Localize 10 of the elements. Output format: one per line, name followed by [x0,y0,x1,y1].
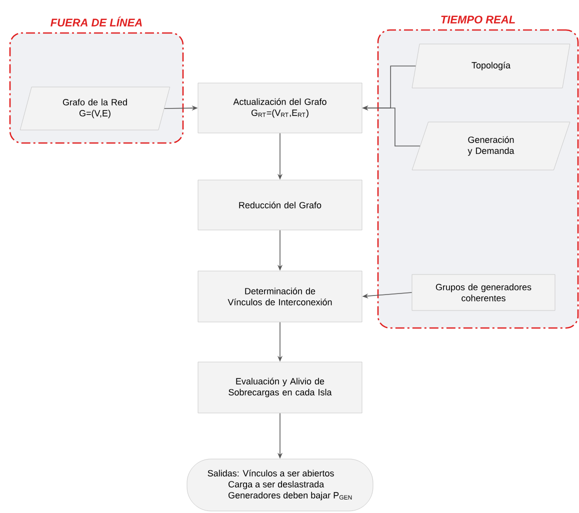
process-box: Grupos de generadores coherentes [412,274,556,311]
group-heading: TIEMPO REAL [441,16,515,24]
terminal-box: Salidas: Vínculos a ser abiertos Carga a ser deslastrada Generadores deben bajar P$_{GEN}$ [186,458,374,512]
process-box: Reducción del Grafo [198,180,362,230]
group-heading: FUERA DE LÍNEA [50,16,142,26]
process-box: Actualización del Grafo G$_{RT}$=(V$_{RT}$,E$_{RT}$) [198,82,362,134]
data-parallelogram: Topología [412,44,570,88]
process-box: Evaluación y Alivio de Sobrecargas en cada Isla [198,362,362,414]
data-parallelogram: Grafo de la Red G=(V,E) [20,86,170,130]
process-box: Determinación de Vínculos de Interconexión [198,270,362,322]
